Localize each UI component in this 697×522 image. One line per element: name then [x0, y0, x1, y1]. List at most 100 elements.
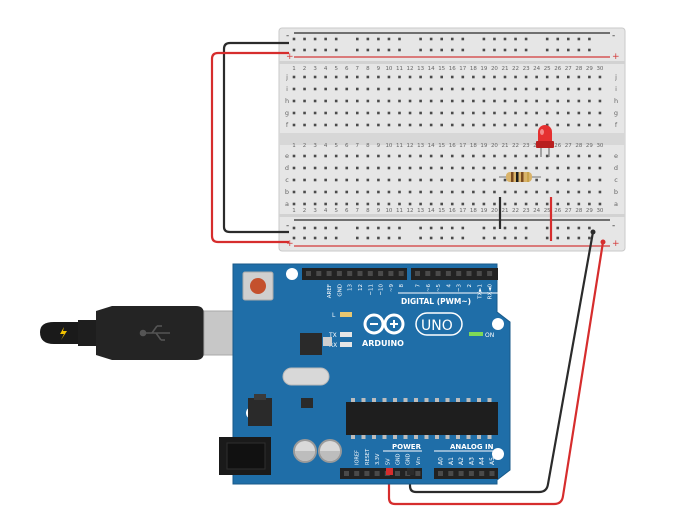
rail-hole[interactable]	[334, 48, 338, 52]
breadboard-hole[interactable]	[450, 75, 454, 79]
rail-hole[interactable]	[377, 37, 380, 41]
breadboard-hole[interactable]	[598, 166, 602, 170]
breadboard-hole[interactable]	[556, 178, 560, 182]
breadboard-hole[interactable]	[503, 99, 507, 103]
rail-hole[interactable]	[356, 37, 359, 41]
breadboard-hole[interactable]	[377, 178, 380, 182]
breadboard-hole[interactable]	[556, 87, 560, 91]
breadboard-hole[interactable]	[461, 123, 465, 127]
breadboard-hole[interactable]	[524, 190, 528, 194]
rail-hole[interactable]	[313, 226, 317, 230]
bottom-header-holes[interactable]	[344, 471, 495, 476]
breadboard-hole[interactable]	[377, 123, 380, 127]
rail-hole[interactable]	[503, 48, 507, 52]
breadboard-hole[interactable]	[292, 123, 296, 127]
breadboard-hole[interactable]	[324, 87, 327, 91]
breadboard-hole[interactable]	[334, 75, 338, 79]
rail-hole[interactable]	[503, 236, 507, 240]
breadboard-hole[interactable]	[588, 178, 591, 182]
header-pin[interactable]	[487, 271, 493, 276]
breadboard-hole[interactable]	[567, 190, 570, 194]
breadboard-hole[interactable]	[377, 190, 380, 194]
breadboard-hole[interactable]	[556, 190, 560, 194]
breadboard-hole[interactable]	[461, 166, 465, 170]
breadboard-hole[interactable]	[461, 190, 465, 194]
breadboard-hole[interactable]	[313, 190, 317, 194]
breadboard-hole[interactable]	[588, 99, 591, 103]
breadboard-hole[interactable]	[482, 99, 486, 103]
rail-hole[interactable]	[387, 37, 391, 41]
breadboard-hole[interactable]	[377, 111, 380, 115]
breadboard-hole[interactable]	[482, 75, 486, 79]
breadboard-hole[interactable]	[482, 123, 486, 127]
breadboard-hole[interactable]	[514, 99, 517, 103]
breadboard-hole[interactable]	[577, 123, 581, 127]
breadboard-hole[interactable]	[567, 166, 570, 170]
breadboard-hole[interactable]	[408, 75, 412, 79]
header-pin[interactable]	[395, 471, 400, 476]
rail-hole[interactable]	[313, 236, 317, 240]
breadboard-hole[interactable]	[577, 202, 581, 206]
breadboard-hole[interactable]	[450, 166, 454, 170]
rail-hole[interactable]	[313, 48, 317, 52]
breadboard-hole[interactable]	[472, 166, 475, 170]
breadboard-hole[interactable]	[303, 178, 306, 182]
breadboard-hole[interactable]	[313, 178, 317, 182]
rail-hole[interactable]	[292, 37, 296, 41]
breadboard-hole[interactable]	[356, 123, 359, 127]
breadboard-hole[interactable]	[345, 166, 349, 170]
breadboard-hole[interactable]	[419, 190, 422, 194]
rail-hole[interactable]	[588, 37, 591, 41]
rail-hole[interactable]	[440, 226, 443, 230]
breadboard-hole[interactable]	[545, 166, 549, 170]
breadboard-hole[interactable]	[377, 166, 380, 170]
breadboard-hole[interactable]	[324, 178, 327, 182]
rail-hole[interactable]	[377, 226, 380, 230]
breadboard-hole[interactable]	[588, 111, 591, 115]
header-pin[interactable]	[306, 271, 311, 276]
header-pin[interactable]	[354, 471, 360, 476]
breadboard-hole[interactable]	[472, 202, 475, 206]
breadboard-hole[interactable]	[472, 99, 475, 103]
header-pin[interactable]	[435, 271, 441, 276]
breadboard-hole[interactable]	[292, 111, 296, 115]
breadboard-hole[interactable]	[545, 123, 549, 127]
header-pin[interactable]	[344, 471, 349, 476]
breadboard-hole[interactable]	[334, 87, 338, 91]
breadboard-hole[interactable]	[524, 154, 528, 158]
rail-hole[interactable]	[577, 226, 581, 230]
breadboard-hole[interactable]	[524, 99, 528, 103]
rail-hole[interactable]	[356, 236, 359, 240]
resistor[interactable]	[499, 172, 541, 182]
breadboard-hole[interactable]	[429, 87, 433, 91]
breadboard-hole[interactable]	[398, 178, 401, 182]
breadboard-hole[interactable]	[461, 99, 465, 103]
breadboard-hole[interactable]	[313, 202, 317, 206]
rail-hole[interactable]	[567, 236, 570, 240]
rail-hole[interactable]	[324, 48, 327, 52]
breadboard-hole[interactable]	[313, 111, 317, 115]
rail-hole[interactable]	[493, 236, 496, 240]
breadboard-hole[interactable]	[387, 154, 391, 158]
breadboard-hole[interactable]	[334, 178, 338, 182]
header-pin[interactable]	[367, 271, 373, 276]
breadboard-hole[interactable]	[429, 123, 433, 127]
breadboard-hole[interactable]	[408, 178, 412, 182]
rail-hole[interactable]	[324, 37, 327, 41]
breadboard-hole[interactable]	[503, 190, 507, 194]
breadboard-hole[interactable]	[429, 75, 433, 79]
breadboard-hole[interactable]	[493, 123, 496, 127]
breadboard-hole[interactable]	[588, 123, 591, 127]
rail-hole[interactable]	[545, 236, 549, 240]
breadboard-hole[interactable]	[556, 123, 560, 127]
breadboard-hole[interactable]	[598, 178, 602, 182]
breadboard-hole[interactable]	[567, 99, 570, 103]
rail-hole[interactable]	[366, 236, 370, 240]
breadboard-hole[interactable]	[493, 87, 496, 91]
breadboard-hole[interactable]	[588, 166, 591, 170]
breadboard-hole[interactable]	[398, 87, 401, 91]
breadboard-hole[interactable]	[398, 202, 401, 206]
breadboard-hole[interactable]	[429, 154, 433, 158]
breadboard-hole[interactable]	[588, 87, 591, 91]
breadboard-hole[interactable]	[440, 111, 443, 115]
